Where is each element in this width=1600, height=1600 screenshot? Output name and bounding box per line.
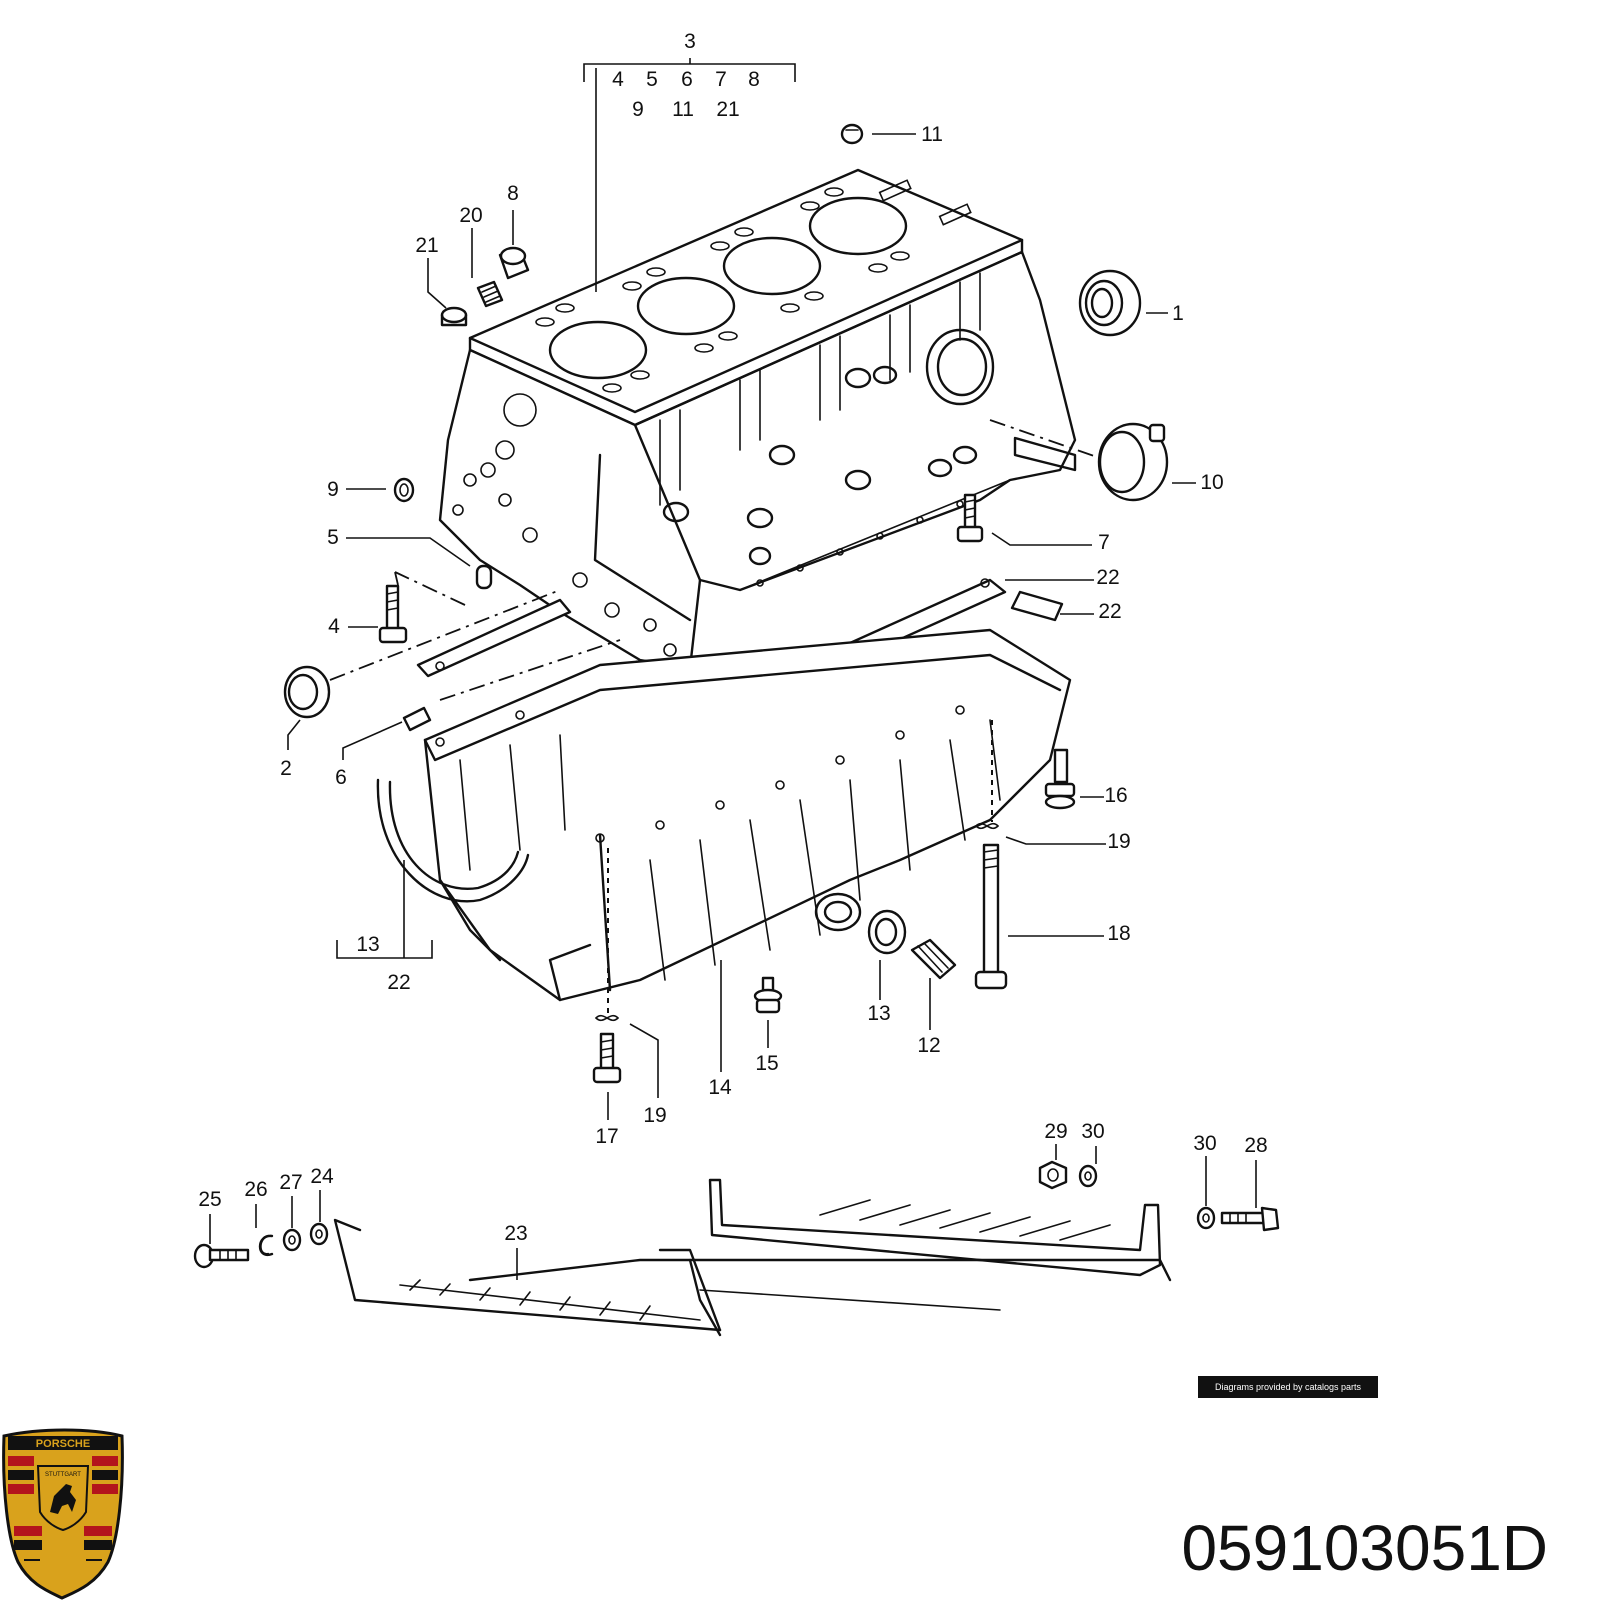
rear-seal-strip[interactable]	[376, 778, 530, 903]
part-21-plug[interactable]	[440, 306, 468, 327]
callout-20: 20	[459, 204, 482, 227]
part-24-washer[interactable]	[309, 1222, 329, 1246]
logo-city-text: STUTTGART	[45, 1472, 81, 1478]
part-12-drain-plug[interactable]	[910, 938, 957, 980]
callout-28: 28	[1244, 1134, 1267, 1157]
part-15-bolt[interactable]	[753, 976, 783, 1014]
callout-3: 3	[684, 30, 696, 53]
callout-29: 29	[1044, 1120, 1067, 1143]
callout-11: 11	[921, 123, 943, 146]
callout-22: 22	[1096, 566, 1119, 589]
part-2-seal[interactable]	[283, 665, 331, 719]
callout-7: 7	[715, 68, 727, 91]
callout-17: 17	[595, 1125, 618, 1148]
callout-2: 2	[280, 757, 292, 780]
part-19-washer-lower[interactable]	[594, 1014, 620, 1022]
callout-22: 22	[1098, 600, 1121, 623]
callout-8: 8	[507, 182, 519, 205]
callout-23: 23	[504, 1222, 527, 1245]
callout-30: 30	[1193, 1132, 1216, 1155]
credit-text: Diagrams provided by catalogs parts	[1215, 1382, 1362, 1392]
callout-11: 11	[672, 98, 694, 121]
horse-icon	[50, 1484, 76, 1514]
part-19-washer[interactable]	[974, 822, 1000, 830]
porsche-crest-logo: PORSCHE STUTTGART	[2, 1428, 124, 1600]
skid-plate[interactable]	[333, 1178, 1172, 1337]
callout-15: 15	[755, 1052, 778, 1075]
callout-13: 13	[867, 1002, 890, 1025]
callout-14: 14	[708, 1076, 732, 1099]
part-28-bolt[interactable]	[1220, 1206, 1280, 1232]
logo-brand-text: PORSCHE	[36, 1438, 90, 1450]
part-27-washer[interactable]	[282, 1228, 302, 1252]
part-20-stud[interactable]	[476, 280, 504, 308]
callout-22: 22	[387, 971, 410, 994]
part-30-washer[interactable]	[1078, 1164, 1098, 1188]
part-1-seal[interactable]	[1078, 269, 1142, 337]
callout-18: 18	[1107, 922, 1130, 945]
callout-6: 6	[335, 766, 347, 789]
callout-7: 7	[1098, 531, 1110, 554]
callout-21: 21	[716, 98, 739, 121]
oil-pan[interactable]	[423, 628, 1072, 1002]
part-10-cover[interactable]	[1097, 422, 1169, 502]
diagram-credit: Diagrams provided by catalogs parts	[1198, 1376, 1378, 1398]
callout-25: 25	[198, 1188, 221, 1211]
callout-labels: 3 4 5 6 7 8 9 11 21 11 8 20 21 1 10 9 5 …	[198, 30, 1267, 1245]
part-25-bolt[interactable]	[193, 1243, 250, 1269]
callout-8: 8	[748, 68, 760, 91]
part-17-bolt[interactable]	[592, 1032, 622, 1084]
part-7-bolt[interactable]	[956, 493, 984, 543]
part-29-nut[interactable]	[1038, 1160, 1068, 1190]
part-number: 059103051D	[1181, 1512, 1548, 1584]
callout-27: 27	[279, 1171, 302, 1194]
callout-1: 1	[1172, 302, 1184, 325]
callout-4: 4	[328, 615, 340, 638]
callout-24: 24	[310, 1165, 334, 1188]
part-9-sleeve[interactable]	[393, 477, 415, 503]
leader-lines	[209, 58, 1257, 1280]
callout-4: 4	[612, 68, 624, 91]
callout-30: 30	[1081, 1120, 1104, 1143]
callout-10: 10	[1200, 471, 1223, 494]
callout-5: 5	[646, 68, 658, 91]
assembly-axes	[329, 419, 1101, 1015]
callout-6: 6	[681, 68, 693, 91]
part-30-washer-right[interactable]	[1196, 1206, 1216, 1230]
part-26-clip[interactable]	[258, 1234, 274, 1257]
part-4-bolt[interactable]	[378, 584, 408, 644]
engine-block[interactable]	[438, 168, 1077, 670]
part-13-seal-ring[interactable]	[867, 909, 907, 955]
callout-16: 16	[1104, 784, 1127, 807]
callout-12: 12	[917, 1034, 940, 1057]
part-8-plug[interactable]	[498, 246, 530, 280]
callout-9: 9	[327, 478, 339, 501]
part-11-cap[interactable]	[840, 123, 864, 145]
callout-13: 13	[356, 933, 379, 956]
callout-19: 19	[643, 1104, 666, 1127]
part-18-stud[interactable]	[974, 843, 1008, 990]
part-16-bolt[interactable]	[1044, 748, 1076, 810]
callout-21: 21	[415, 234, 438, 257]
part-6-dowel[interactable]	[402, 706, 432, 732]
part-5-dowel[interactable]	[475, 564, 493, 590]
callout-9: 9	[632, 98, 644, 121]
callout-19: 19	[1107, 830, 1130, 853]
callout-26: 26	[244, 1178, 267, 1201]
callout-5: 5	[327, 526, 339, 549]
